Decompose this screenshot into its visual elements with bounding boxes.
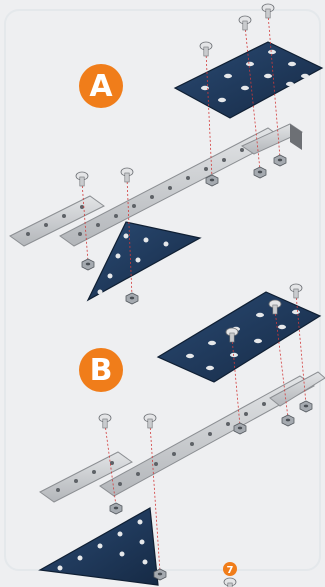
footer-step-marker: 7 [223,562,237,587]
triangular-plate-icon [40,508,158,585]
flat-plate-icon [175,42,322,118]
step-b-badge: B [79,348,123,392]
step-a-badge: A [79,64,123,108]
flat-plate-icon [158,292,320,382]
step-a-label: A [89,69,113,104]
step-b-group: B [40,284,325,585]
bolt-icon [224,578,236,587]
triangular-plate-icon [88,222,200,300]
step-a-group: A [10,4,322,304]
footer-marker-label: 7 [227,565,234,576]
step-b-label: B [90,353,113,388]
